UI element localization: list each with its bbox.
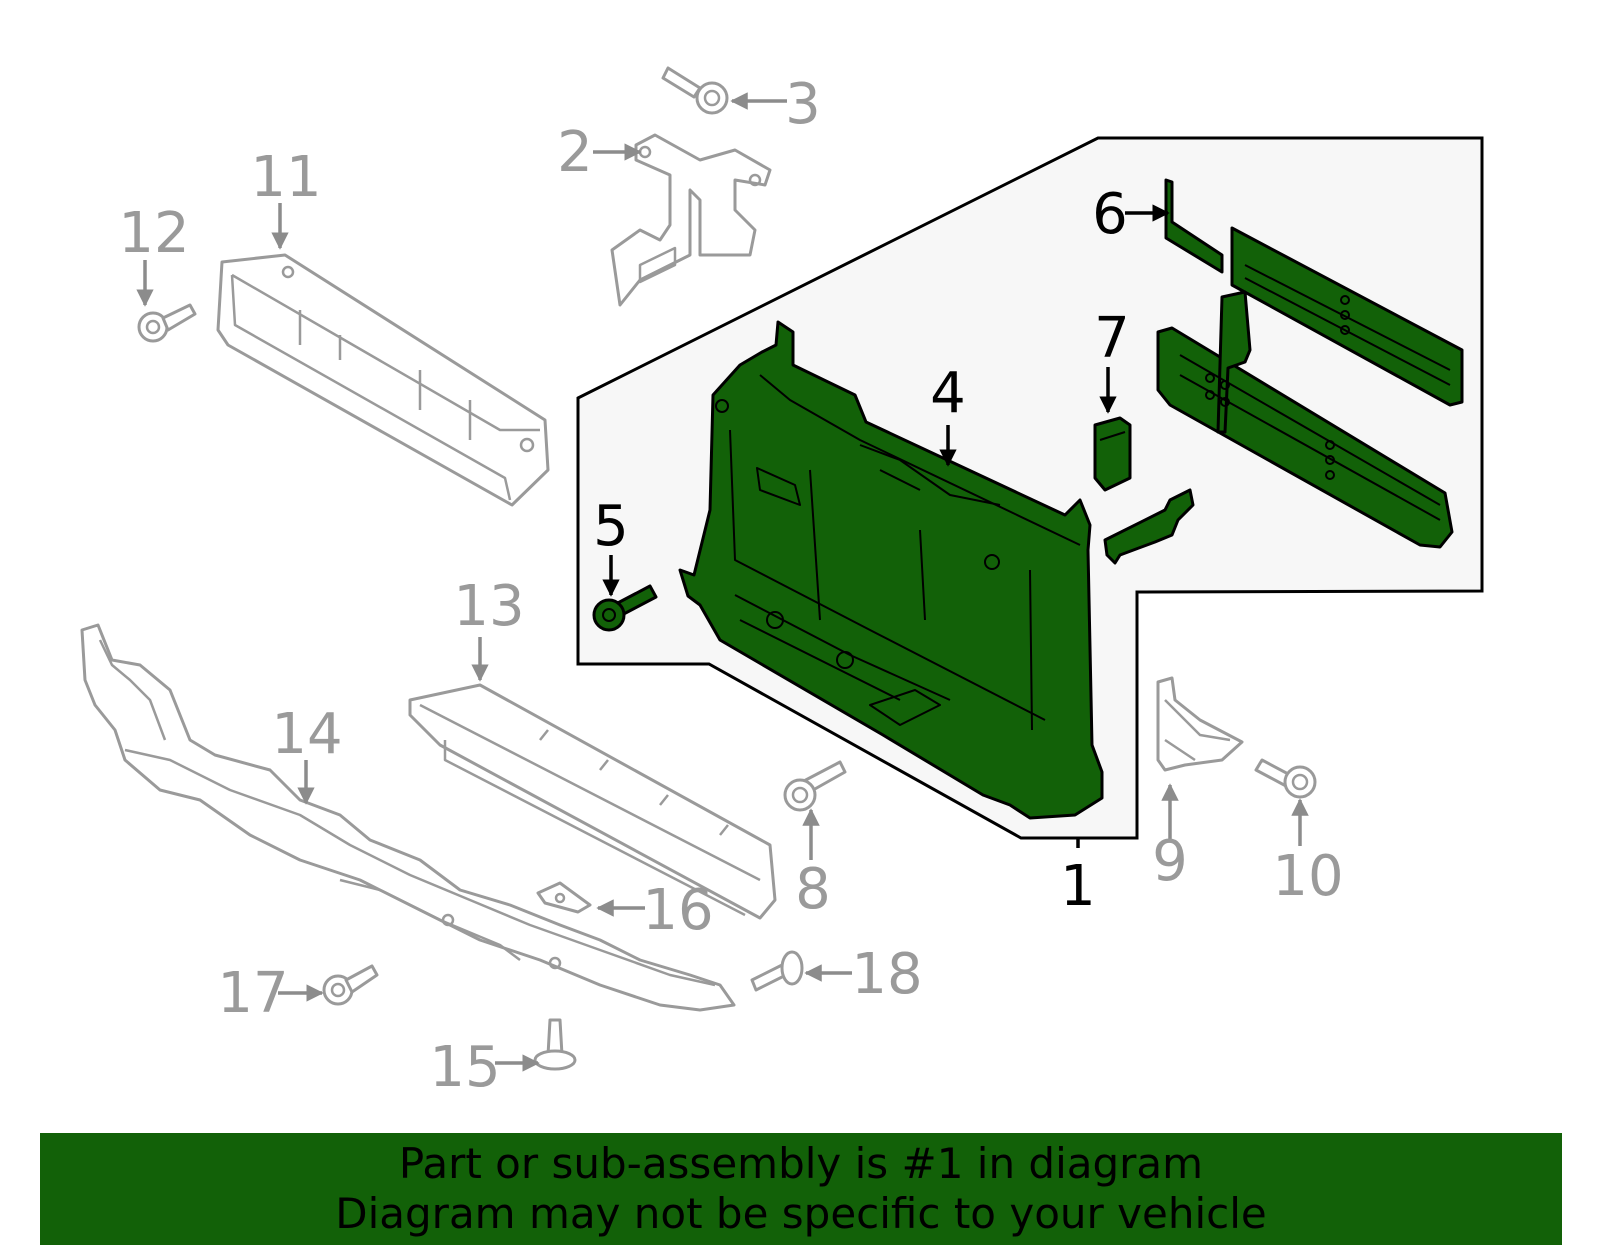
banner-line-1: Part or sub-assembly is #1 in diagram [398,1139,1204,1188]
callout-7: 7 [1094,306,1130,371]
callout-11: 11 [250,145,321,210]
part-7-latch-bracket [1093,416,1195,565]
callout-4: 4 [930,361,966,426]
part-14-lower-deflector [80,623,736,1012]
part-2-bracket [610,133,772,307]
part-8-bolt [783,760,847,812]
part-4-radiator-support [678,320,1104,820]
part-6-air-deflector [1156,178,1464,549]
banner-line-2: Diagram may not be specific to your vehi… [335,1189,1267,1238]
part-11-absorber-upper [216,253,550,507]
callout-2: 2 [557,120,593,185]
callout-9: 9 [1152,829,1188,894]
part-18-bolt [750,950,804,992]
callout-15: 15 [429,1035,500,1100]
callout-13: 13 [453,574,524,639]
callout-12: 12 [118,201,189,266]
part-3-bolt [661,66,729,115]
part-15-pin [533,1018,577,1071]
callout-3: 3 [785,72,821,137]
part-5-bolt [592,584,658,632]
callout-14: 14 [271,702,342,767]
callout-8: 8 [795,857,831,922]
callout-10: 10 [1272,844,1343,909]
part-16-bracket [536,881,592,914]
callout-6: 6 [1092,182,1128,247]
callout-1: 1 [1060,854,1096,919]
part-9-bracket [1156,676,1244,772]
callout-17: 17 [217,961,288,1026]
callout-16: 16 [642,878,713,943]
callout-5: 5 [593,494,629,559]
part-12-clip [137,303,197,343]
part-13-absorber-lower [408,683,777,920]
info-banner: Part or sub-assembly is #1 in diagram Di… [40,1133,1562,1245]
part-10-bolt [1254,758,1317,799]
part-17-bolt [322,964,379,1006]
callout-18: 18 [851,942,922,1007]
